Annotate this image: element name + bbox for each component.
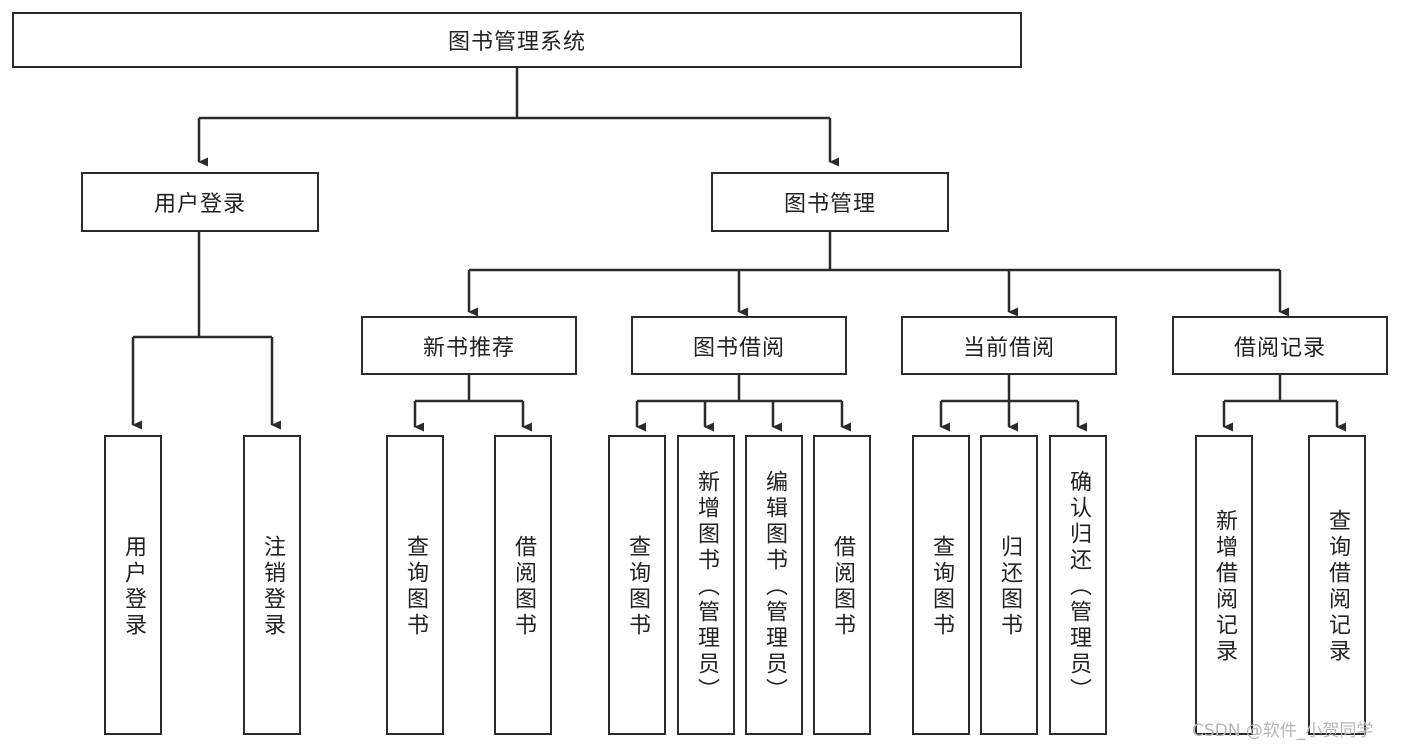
node-leaf-add-borrow-record[interactable]: 新增借阅记录: [1195, 435, 1253, 735]
node-label: 归还图书: [997, 535, 1022, 639]
node-leaf-add-book-admin[interactable]: 新增图书（管理员）: [677, 435, 735, 735]
node-leaf-borrow-book[interactable]: 借阅图书: [813, 435, 871, 735]
node-label: 借阅记录: [1233, 335, 1326, 361]
node-book-management[interactable]: 图书管理: [711, 172, 949, 232]
node-borrow-record[interactable]: 借阅记录: [1172, 316, 1388, 375]
node-label: 图书管理: [783, 192, 876, 217]
node-label: 查询图书: [929, 535, 954, 639]
node-label: 用户登录: [153, 192, 246, 217]
node-leaf-confirm-return-admin[interactable]: 确认归还（管理员）: [1049, 435, 1107, 735]
node-current-borrow[interactable]: 当前借阅: [901, 316, 1117, 375]
node-leaf-logout-login[interactable]: 注销登录: [243, 435, 301, 735]
node-label: 新增借阅记录: [1212, 509, 1237, 665]
node-label: 图书管理系统: [447, 30, 586, 55]
node-leaf-user-login[interactable]: 用户登录: [104, 435, 162, 735]
node-leaf-query-borrow-record[interactable]: 查询借阅记录: [1308, 435, 1366, 735]
node-label: 注销登录: [260, 535, 285, 639]
node-label: 借阅图书: [511, 535, 536, 639]
node-label: 用户登录: [121, 535, 146, 639]
node-leaf-query-book-newbook[interactable]: 查询图书: [386, 435, 444, 735]
node-leaf-query-book-borrow[interactable]: 查询图书: [608, 435, 666, 735]
node-leaf-return-book[interactable]: 归还图书: [980, 435, 1038, 735]
node-label: 新书推荐: [422, 335, 515, 361]
node-book-borrow[interactable]: 图书借阅: [631, 316, 847, 375]
node-user-login[interactable]: 用户登录: [81, 172, 319, 232]
node-leaf-borrow-book-newbook[interactable]: 借阅图书: [494, 435, 552, 735]
node-root-book-management-system[interactable]: 图书管理系统: [12, 12, 1022, 68]
node-label: 借阅图书: [830, 535, 855, 639]
node-leaf-query-book-current[interactable]: 查询图书: [912, 435, 970, 735]
node-label: 图书借阅: [692, 335, 785, 361]
node-label: 查询图书: [625, 535, 650, 639]
node-new-book-recommend[interactable]: 新书推荐: [361, 316, 577, 375]
node-label: 新增图书（管理员）: [694, 470, 719, 704]
node-label: 查询借阅记录: [1325, 509, 1350, 665]
csdn-watermark: CSDN @软件_小贺同学: [1192, 721, 1374, 741]
node-label: 编辑图书（管理员）: [762, 470, 787, 704]
node-label: 查询图书: [403, 535, 428, 639]
node-leaf-edit-book-admin[interactable]: 编辑图书（管理员）: [745, 435, 803, 735]
node-label: 确认归还（管理员）: [1066, 470, 1091, 704]
node-label: 当前借阅: [962, 335, 1055, 361]
